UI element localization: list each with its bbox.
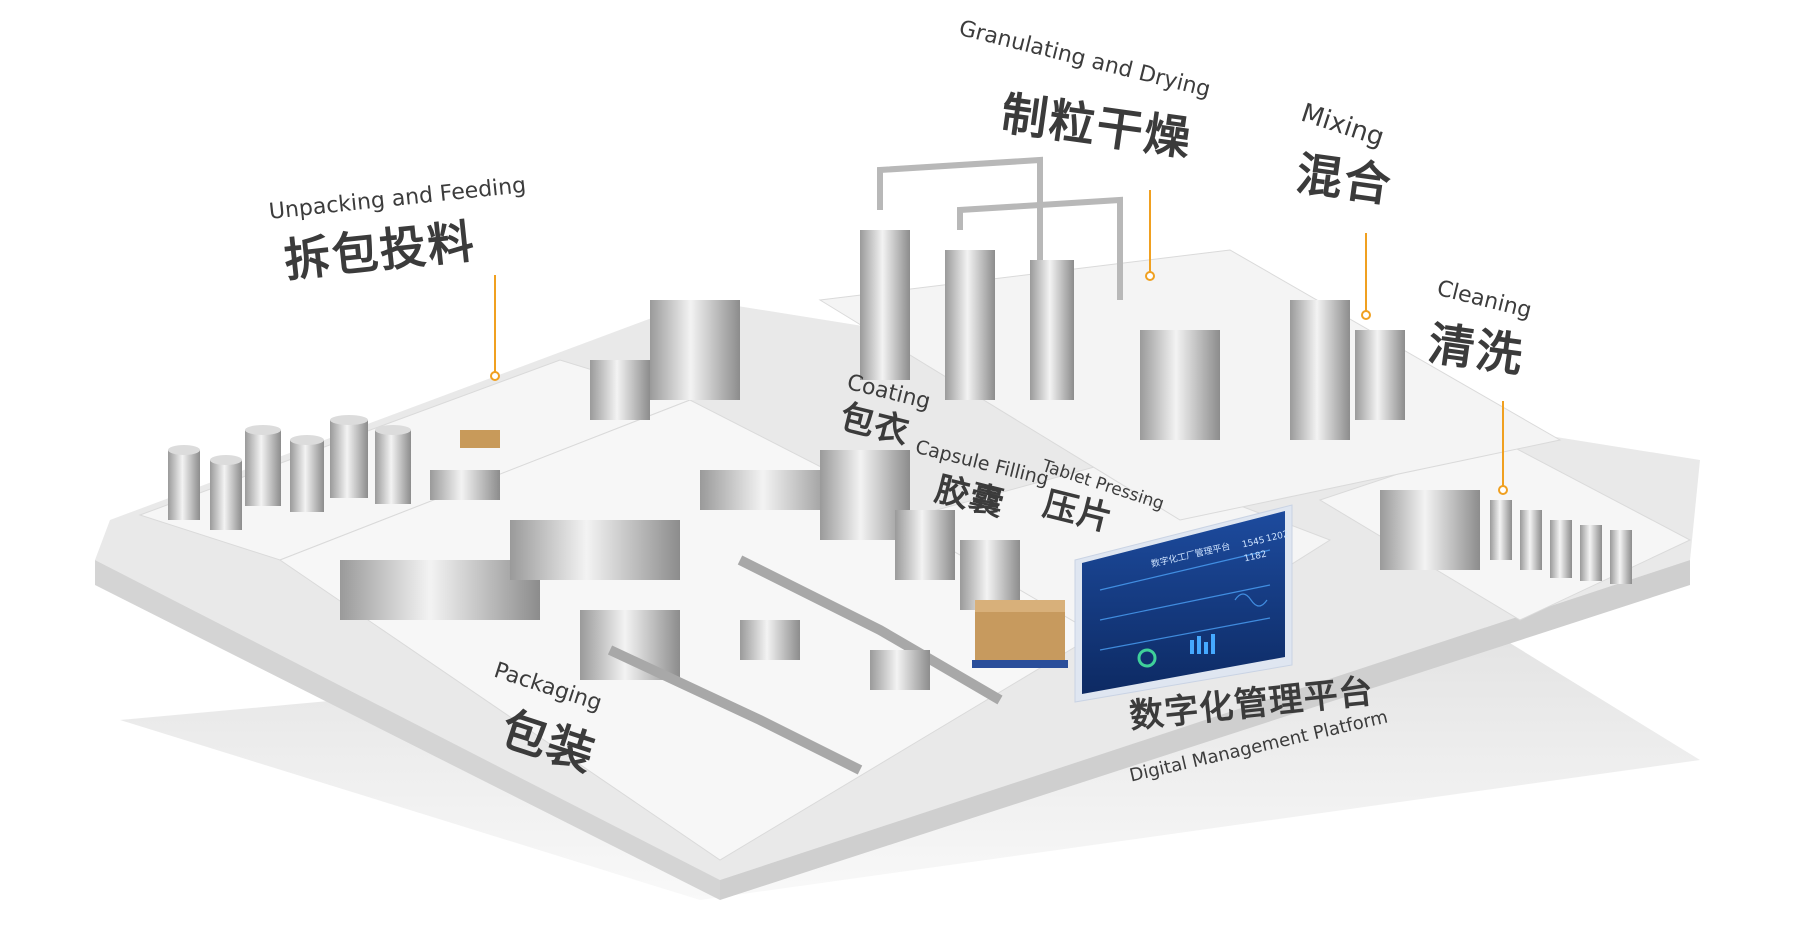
label-cleaning-zh: 清洗 — [1425, 316, 1528, 383]
tanks-group — [168, 415, 500, 530]
packaging-equipment — [340, 520, 1003, 775]
mid-equipment — [700, 450, 1020, 610]
mixing-equipment — [1290, 300, 1632, 584]
granulating-equipment — [590, 156, 1220, 440]
label-mixing-zh: 混合 — [1293, 146, 1396, 213]
dashboard-screen — [1074, 504, 1293, 703]
pointer-lines — [494, 190, 1504, 486]
pallet-boxes — [972, 600, 1068, 668]
pointer-dots — [490, 271, 1508, 495]
